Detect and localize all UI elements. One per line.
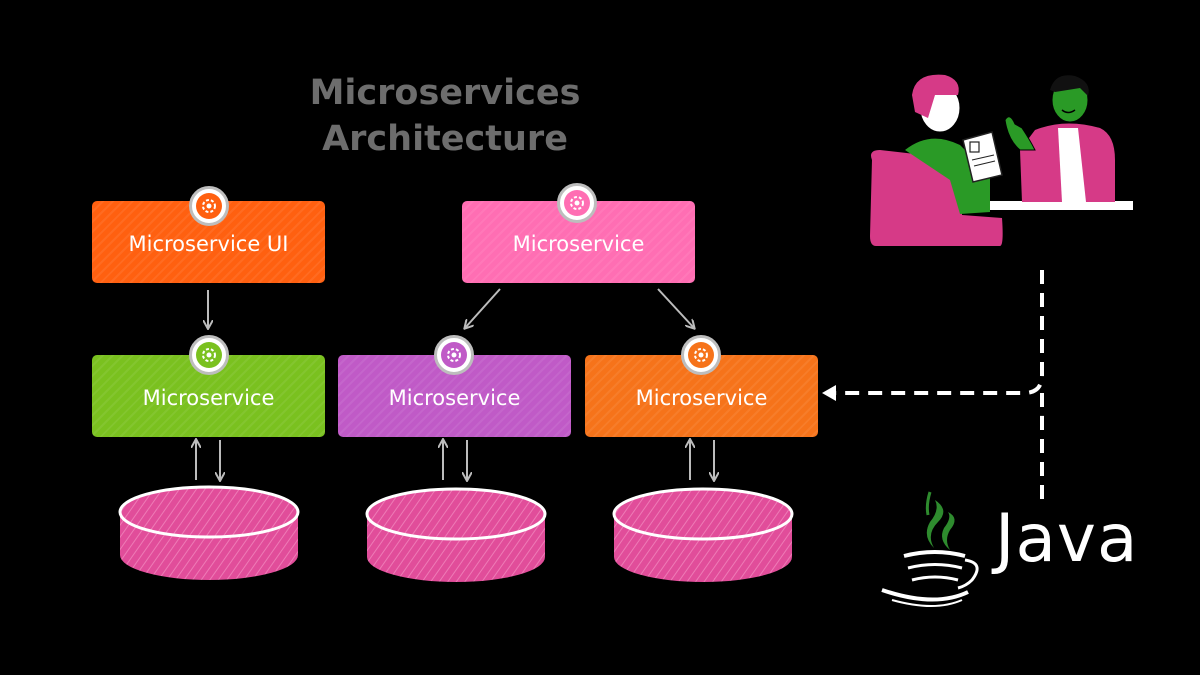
connector-arrowhead	[822, 385, 836, 401]
microservice-green-label: Microservice	[142, 386, 275, 410]
db-arrows-1	[196, 440, 220, 480]
gear-icon	[681, 335, 721, 375]
gear-icon	[189, 335, 229, 375]
microservice-top-label: Microservice	[512, 232, 645, 256]
database-icon	[612, 487, 794, 582]
java-coffee-cup-icon	[881, 491, 979, 607]
microservice-orange-label: Microservice	[635, 386, 768, 410]
arrow-top-to-orange	[657, 288, 694, 328]
microservice-ui-label: Microservice UI	[128, 232, 289, 256]
people-meeting-illustration	[870, 74, 1133, 246]
arrow-top-to-purple	[465, 288, 501, 328]
microservice-orange-box: Microservice	[585, 355, 818, 437]
gear-icon	[557, 183, 597, 223]
title-line-2: Architecture	[322, 119, 568, 159]
diagram-title: Microservices Architecture	[270, 70, 620, 162]
db-arrows-3	[690, 440, 714, 480]
title-line-1: Microservices	[309, 73, 581, 113]
database-icon	[365, 487, 547, 582]
java-wordmark: Java	[995, 500, 1139, 577]
microservice-purple-label: Microservice	[388, 386, 521, 410]
database-icon	[118, 485, 300, 580]
microservice-green-box: Microservice	[92, 355, 325, 437]
db-arrows-2	[443, 440, 467, 480]
gear-icon	[189, 186, 229, 226]
gear-icon	[434, 335, 474, 375]
dashed-connector	[836, 270, 1044, 500]
